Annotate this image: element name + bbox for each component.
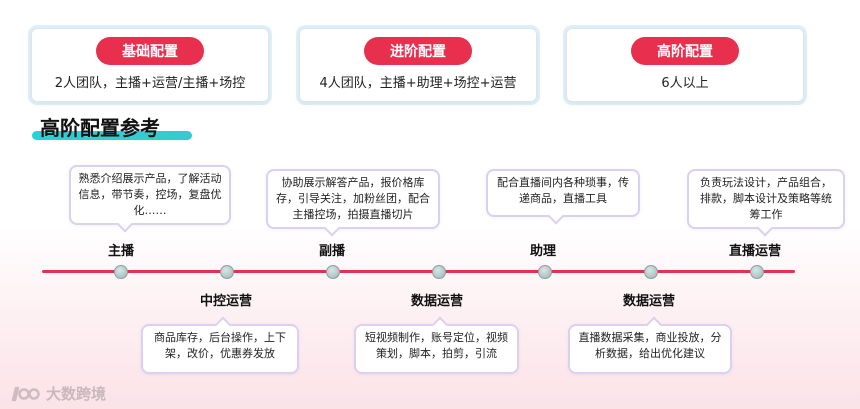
tier-desc: 4人团队，主播+助理+场控+运营 — [319, 76, 517, 91]
tier-label: 进阶配置 — [364, 37, 472, 65]
role-label-data-ops: 数据运营 — [623, 294, 676, 309]
brand-logo-text: 大数跨境 — [46, 384, 107, 403]
tier-card-senior: 高阶配置 6人以上 — [566, 28, 804, 102]
role-desc-bubble: 配合直播间内各种琐事，传递商品，直播工具 — [486, 169, 640, 217]
role-label-data-ops: 数据运营 — [411, 294, 464, 309]
heading-underline — [32, 131, 192, 140]
role-label-host: 主播 — [108, 244, 135, 259]
tier-card-basic: 基础配置 2人团队，主播+运营/主播+场控 — [31, 28, 269, 102]
role-label-cohost: 副播 — [319, 244, 346, 259]
timeline-node — [220, 265, 234, 279]
role-desc-bubble: 负责玩法设计，产品组合，排款，脚本设计及策略等统筹工作 — [687, 169, 845, 229]
role-desc-bubble: 商品库存，后台操作，上下架，改价，优惠券发放 — [141, 324, 299, 374]
role-desc-bubble: 直播数据采集，商业投放，分析数据，给出优化建议 — [568, 324, 732, 374]
timeline-node — [750, 265, 764, 279]
tier-label: 高阶配置 — [631, 37, 739, 65]
role-desc-bubble: 熟悉介绍展示产品，了解活动信息，带节奏，控场，复盘优化…… — [69, 165, 231, 225]
role-label-assistant: 助理 — [530, 244, 557, 259]
brand-logo: 大数跨境 — [10, 382, 106, 404]
timeline-node — [432, 265, 446, 279]
timeline-node — [538, 265, 552, 279]
brand-logo-icon — [11, 386, 40, 402]
role-desc-bubble: 短视频制作，账号定位，视频策划，脚本，拍剪，引流 — [354, 324, 519, 374]
role-desc-bubble: 协助展示解答产品，报价格库存，引导关注，加粉丝团，配合主播控场，拍摄直播切片 — [266, 169, 440, 229]
tier-desc: 2人团队，主播+运营/主播+场控 — [54, 76, 246, 91]
section-title: 高阶配置参考 — [40, 116, 160, 140]
timeline-line — [42, 270, 795, 273]
tier-desc: 6人以上 — [661, 76, 709, 91]
timeline-node — [114, 265, 128, 279]
role-label-control-ops: 中控运营 — [200, 294, 253, 309]
timeline-node — [644, 265, 658, 279]
role-label-live-ops: 直播运营 — [729, 244, 782, 259]
timeline-node — [326, 265, 340, 279]
tier-label: 基础配置 — [96, 37, 204, 65]
tier-card-advanced: 进阶配置 4人团队，主播+助理+场控+运营 — [299, 28, 537, 102]
